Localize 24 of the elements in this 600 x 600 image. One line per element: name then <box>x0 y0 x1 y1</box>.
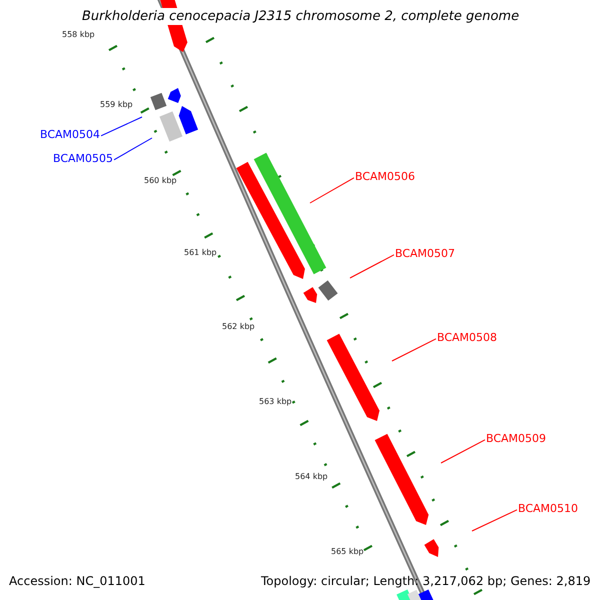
leader-line <box>114 138 152 160</box>
scale-label: 558 kbp <box>62 30 95 39</box>
leader-line <box>440 439 486 464</box>
scale-label: 559 kbp <box>100 100 133 109</box>
leader-line <box>350 254 394 278</box>
gene-label: BCAM0506 <box>355 170 416 183</box>
leader-line <box>472 509 518 532</box>
scale-label: 562 kbp <box>222 322 255 331</box>
topology-text: Topology: circular; Length: 3,217,062 bp; Genes: 2,819 <box>261 574 591 588</box>
scale-label: 563 kbp <box>259 397 292 406</box>
scale-label: 564 kbp <box>295 472 328 481</box>
gene-label: BCAM0508 <box>437 331 498 344</box>
leader-line <box>392 338 436 362</box>
leader-line <box>310 177 354 204</box>
scale-label: 560 kbp <box>144 176 177 185</box>
gene-label: BCAM0510 <box>518 502 578 515</box>
scale-label: 565 kbp <box>331 547 364 556</box>
scale-label: 561 kbp <box>184 248 217 257</box>
accession-text: Accession: NC_011001 <box>9 574 146 588</box>
gene-label: BCAM0505 <box>53 152 114 165</box>
gene-label: BCAM0504 <box>40 128 100 141</box>
gene-label: BCAM0507 <box>395 247 456 260</box>
leader-line <box>100 116 142 136</box>
gene-label: BCAM0509 <box>486 432 546 445</box>
